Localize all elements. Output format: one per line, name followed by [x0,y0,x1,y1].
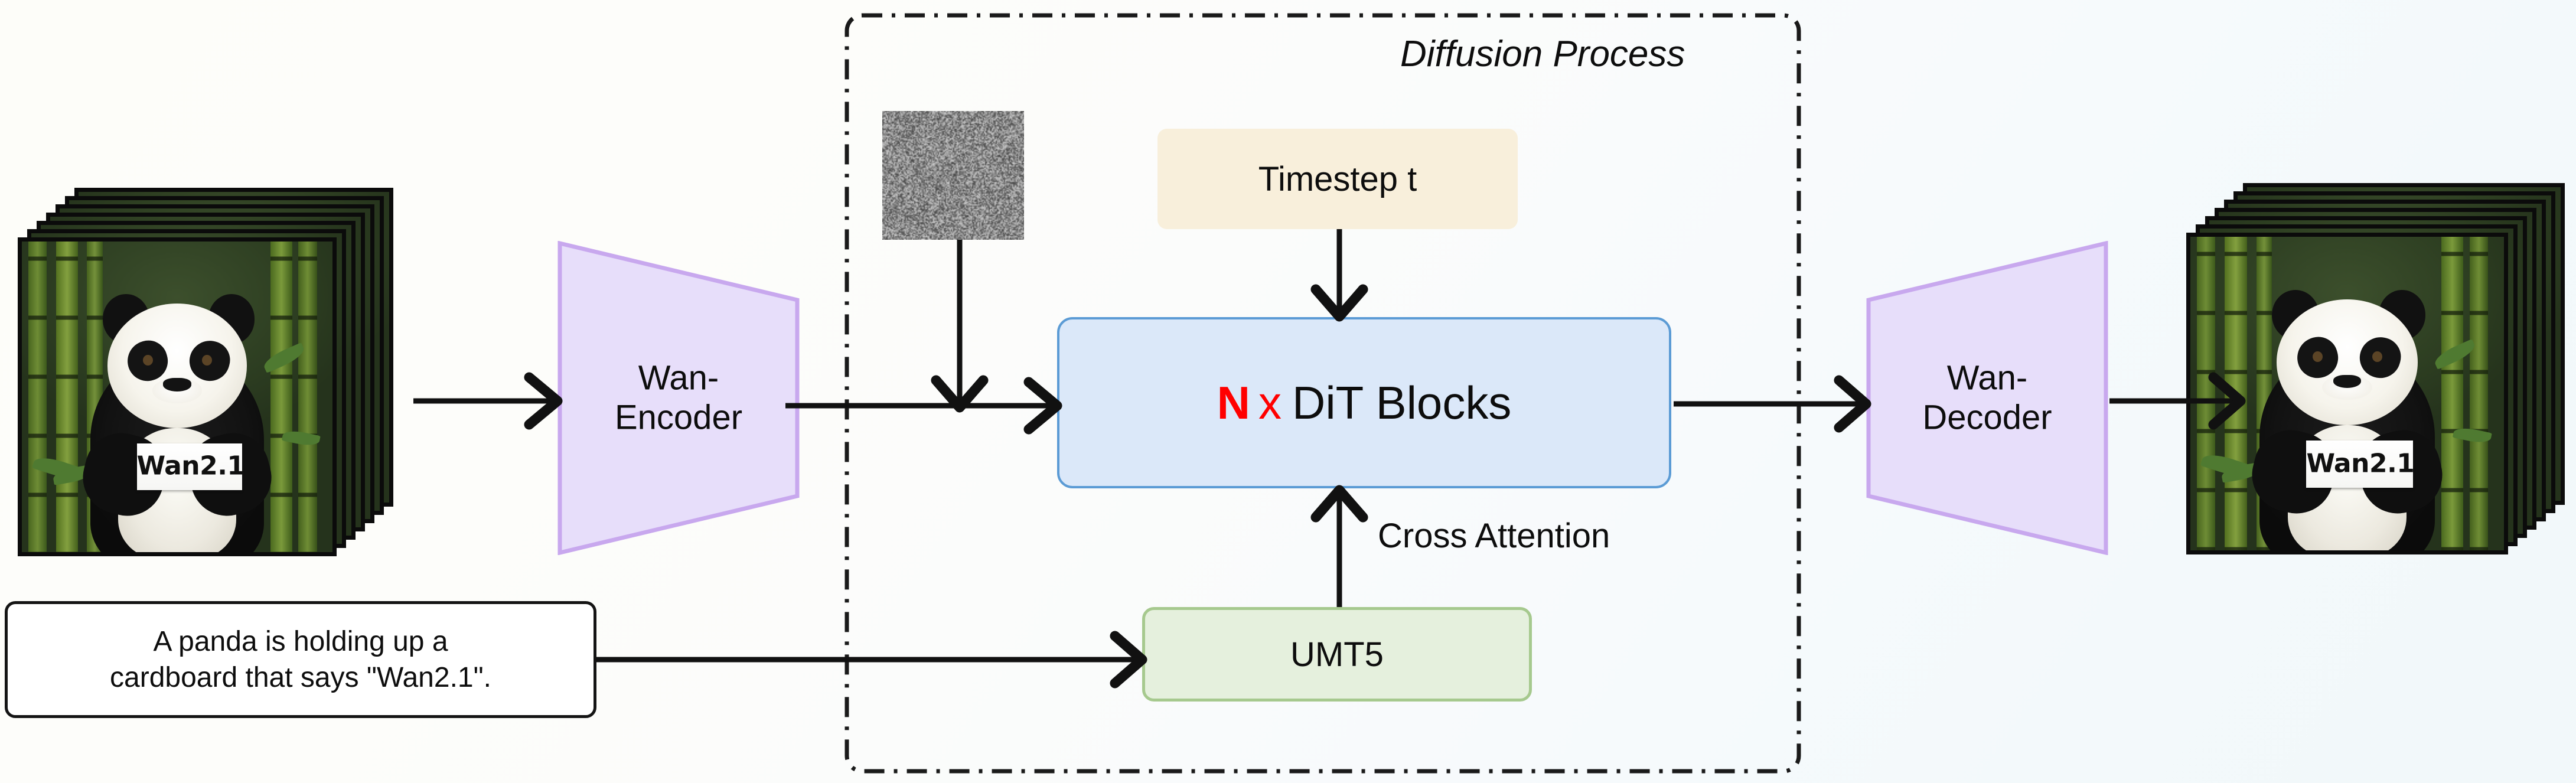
input-sign-text: Wan2.1 [136,451,245,481]
wan-encoder-block[interactable]: Wan- Encoder [557,241,800,555]
arrowhead-dit-to-decoder [1834,375,1871,433]
dit-blocks-label: DiT Blocks [1292,377,1512,429]
diffusion-process-region [844,13,1801,774]
noise-latent-patch [882,111,1024,240]
frame-front: Wan2.1 [18,237,337,556]
timestep-block[interactable]: Timestep t [1157,129,1518,229]
wan-decoder-block[interactable]: Wan- Decoder [1866,241,2108,555]
cross-attention-label: Cross Attention [1378,517,1610,555]
dit-times-symbol: x [1258,377,1282,429]
arrowhead-input-to-encoder [524,372,563,430]
output-sign-text: Wan2.1 [2306,448,2415,479]
dit-repeat-count: N [1217,377,1251,429]
umt5-text-encoder-block[interactable]: UMT5 [1142,607,1532,702]
input-video-frame-stack: Wan2.1 [18,188,431,595]
output-video-frame-stack: Wan2.1 [2186,183,2576,596]
prompt-textbox[interactable]: A panda is holding up a cardboard that s… [5,601,596,718]
frame-front: Wan2.1 [2186,233,2508,554]
input-sign: Wan2.1 [136,443,245,490]
output-sign: Wan2.1 [2306,441,2415,488]
diffusion-process-label: Diffusion Process [1400,34,1685,74]
